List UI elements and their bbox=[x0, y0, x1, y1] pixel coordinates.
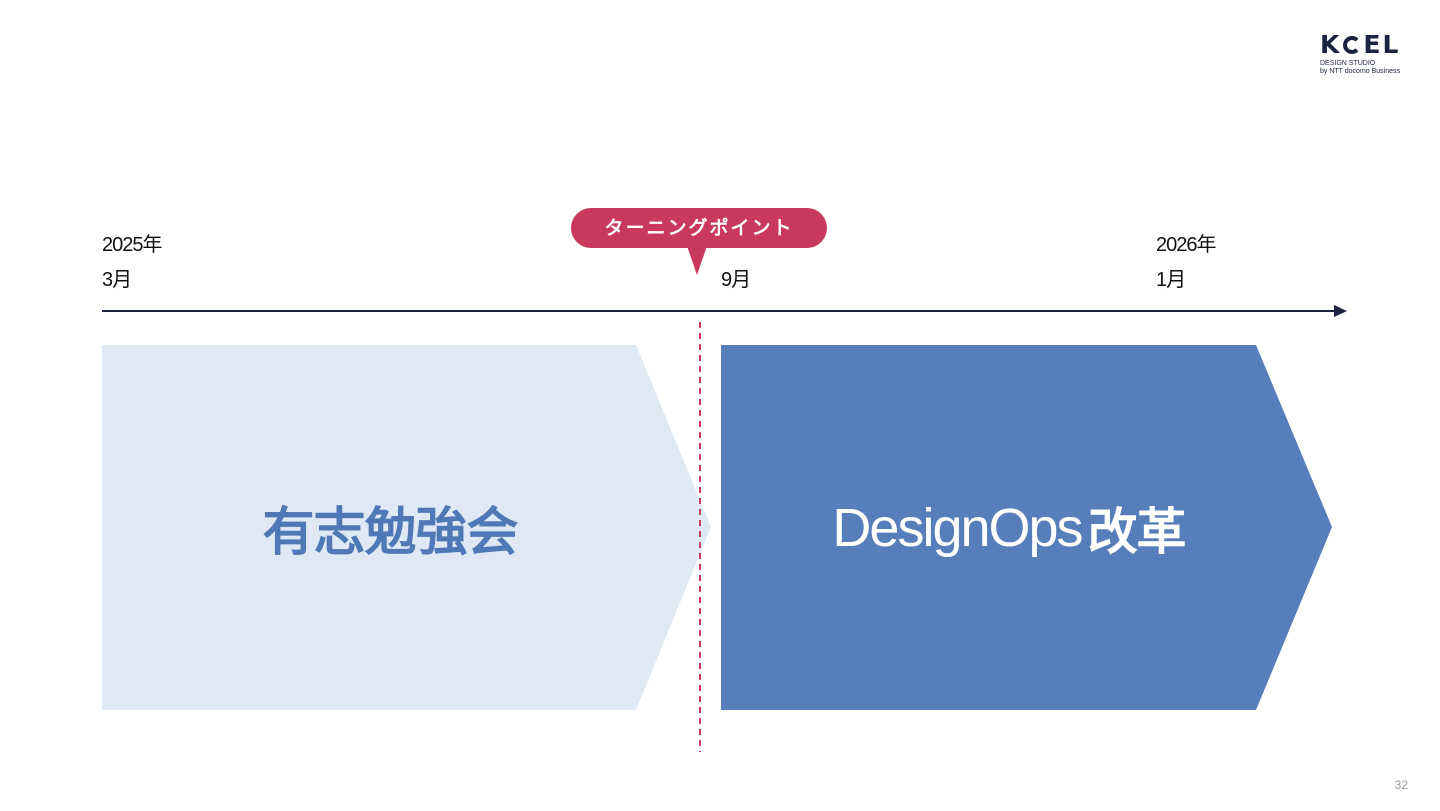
phase-2-chevron bbox=[721, 345, 1332, 710]
timeline-start-year: 2025年 bbox=[102, 234, 162, 256]
timeline-arrowhead bbox=[1334, 305, 1347, 317]
logo-line2: by NTT docomo Business bbox=[1320, 68, 1401, 75]
callout-pointer bbox=[687, 246, 707, 275]
phase-2-text-jp: 改革 bbox=[1087, 502, 1187, 561]
turning-point-callout: ターニングポイント bbox=[571, 208, 827, 248]
timeline-middle-label: 9月 bbox=[721, 263, 751, 298]
timeline-middle-month: 9月 bbox=[721, 269, 751, 291]
timeline-end-month: 1月 bbox=[1156, 269, 1186, 291]
page-number: 32 bbox=[1394, 778, 1408, 792]
timeline-start-month: 3月 bbox=[102, 269, 132, 291]
phase-1-text: 有志勉強会 bbox=[262, 503, 518, 563]
phase-1-label: 有志勉強会 bbox=[102, 345, 678, 710]
timeline-end-year: 2026年 bbox=[1156, 234, 1216, 256]
logo-line1: DESIGN STUDIO bbox=[1320, 60, 1376, 67]
phase-1-chevron bbox=[102, 345, 711, 710]
logo-o-mark bbox=[1343, 36, 1362, 54]
timeline-end-label: 2026年 1月 bbox=[1156, 228, 1216, 298]
phase-2-text-en: DesignOps bbox=[832, 497, 1083, 558]
timeline-start-label: 2025年 3月 bbox=[102, 228, 162, 298]
